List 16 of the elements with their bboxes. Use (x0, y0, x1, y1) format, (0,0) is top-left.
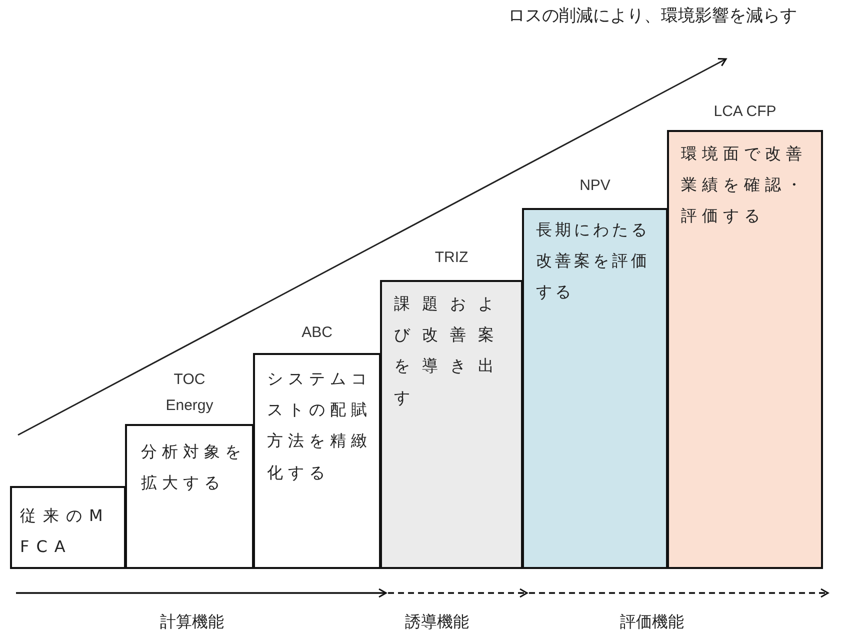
phase-label: 計算機能 (160, 612, 224, 633)
step-description: 課題および改善案を導き出す (394, 293, 507, 409)
step-description: システムコストの配賦方法を精緻化する (267, 368, 373, 484)
step-heading: ABC (300, 322, 334, 342)
step-description: 環境面で改善業績を確認・評価する (681, 143, 808, 228)
step-heading: TOC Energy (164, 370, 214, 416)
step-heading: LCA CFP (712, 102, 778, 122)
phase-label: 評価機能 (620, 612, 684, 633)
step-description: 従来のMFCA (20, 505, 111, 558)
step-heading: TRIZ (434, 248, 470, 268)
phase-label: 誘導機能 (405, 612, 469, 633)
goal-label: ロスの削減により、環境影響を減らす (508, 5, 797, 27)
step-description: 長期にわたる改善案を評価する (536, 219, 651, 304)
step-box (10, 486, 126, 569)
step-description: 分析対象を拡大する (141, 441, 246, 494)
step-heading: NPV (578, 176, 612, 196)
